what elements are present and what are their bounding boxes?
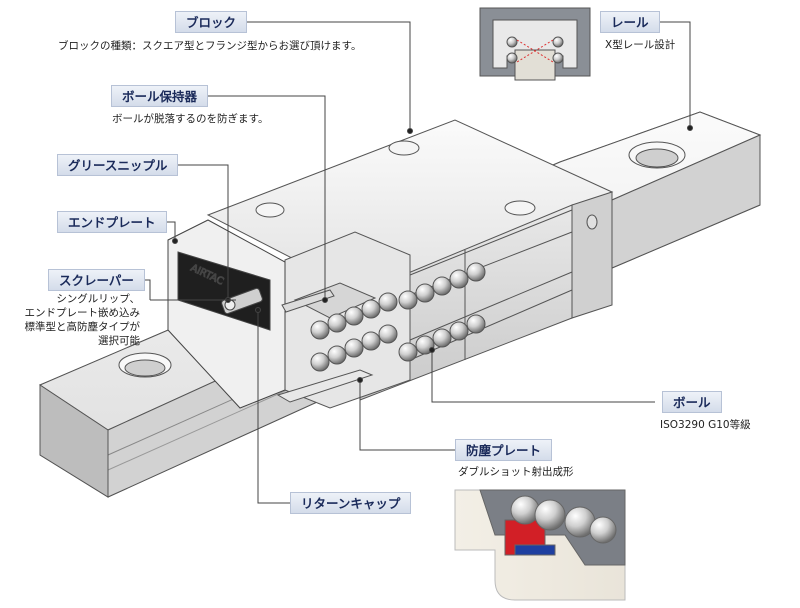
ball	[344, 306, 364, 326]
ball	[449, 321, 469, 341]
ball	[398, 342, 418, 362]
end-plate-label: エンドプレート	[57, 211, 167, 233]
ball	[432, 276, 452, 296]
rail-label: レール	[600, 11, 660, 33]
return-cap-shape	[276, 369, 374, 403]
ball	[361, 299, 381, 319]
leader-lines	[140, 21, 693, 504]
ball	[310, 352, 330, 372]
ball	[310, 320, 330, 340]
dust-plate-inset	[454, 489, 626, 601]
rail-desc: X型レール設計	[605, 39, 676, 51]
dust-plate-label: 防塵プレート	[455, 439, 553, 461]
ball-desc: ISO3290 G10等級	[660, 419, 751, 431]
scraper-label: スクレーパー	[48, 269, 145, 291]
block-desc: ブロックの種類：スクエア型とフランジ型からお選び頂けます。	[58, 40, 362, 52]
ball-retainer-label: ボール保持器	[111, 85, 209, 107]
ball	[327, 345, 347, 365]
return-cap-label: リターンキャップ	[290, 492, 412, 514]
ball	[466, 314, 486, 334]
ball	[398, 290, 418, 310]
dust-plate-desc: ダブルショット射出成形	[458, 466, 574, 478]
rail-section-inset	[479, 7, 591, 81]
ball	[327, 313, 347, 333]
ball	[378, 292, 398, 312]
ball	[466, 262, 486, 282]
balls	[310, 262, 486, 372]
scraper-desc: シングルリップ、 エンドプレート嵌め込み 標準型と高防塵タイプが 選択可能	[24, 293, 141, 347]
ball	[415, 283, 435, 303]
block-label: ブロック	[175, 11, 248, 33]
grease-nipple-label: グリースニップル	[57, 154, 179, 176]
dust-plate-shape	[281, 289, 335, 313]
ball	[432, 328, 452, 348]
ball	[449, 269, 469, 289]
ball	[378, 324, 398, 344]
ball-retainer-desc: ボールが脱落するのを防ぎます。	[112, 113, 269, 125]
end-plate: AIRTAC	[167, 219, 286, 409]
ball-label: ボール	[662, 391, 722, 413]
ball	[344, 338, 364, 358]
ball	[361, 331, 381, 351]
